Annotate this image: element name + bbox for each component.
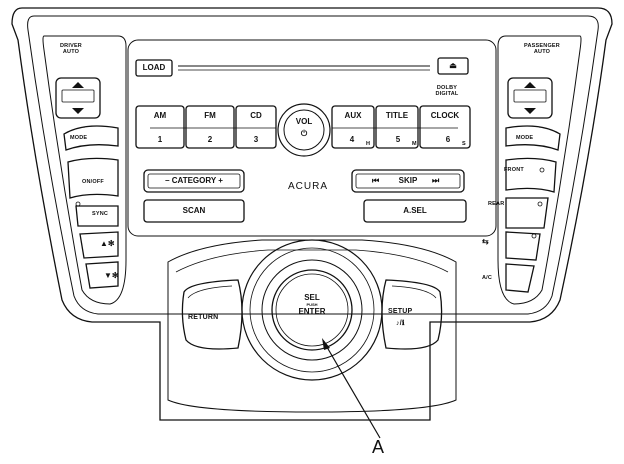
fan-onoff-button[interactable]: ON/OFF — [82, 179, 104, 185]
preset-6-button[interactable]: 6 — [445, 135, 451, 144]
scan-button[interactable]: SCAN — [182, 206, 206, 215]
callout-a: A — [372, 437, 385, 457]
return-button[interactable]: RETURN — [188, 314, 219, 321]
skip-back-icon[interactable]: ⏮ — [372, 176, 380, 185]
push-label: PUSH — [306, 302, 318, 307]
load-button-shape — [135, 59, 173, 77]
brand-logo: ACURA — [287, 181, 328, 192]
skip-button[interactable]: SKIP — [398, 176, 418, 185]
sel-label[interactable]: SEL — [304, 293, 320, 302]
setup-button-shape — [381, 279, 443, 350]
left-mode-button[interactable]: MODE — [70, 135, 88, 141]
fan-up-icon[interactable]: ▲✻ — [100, 239, 115, 248]
passenger-auto-label[interactable]: PASSENGER AUTO — [524, 43, 560, 55]
interface-dial-outer — [241, 239, 383, 381]
enter-knob — [271, 269, 353, 351]
fan-down-icon[interactable]: ▼✻ — [104, 271, 119, 280]
preset-3-button[interactable]: 3 — [253, 135, 259, 144]
lower-housing — [167, 239, 457, 413]
volume-knob-ring — [277, 103, 331, 157]
center-face — [127, 39, 497, 237]
preset-s-letter: S — [462, 141, 466, 147]
title-button[interactable]: TITLE — [385, 111, 409, 120]
clock-button[interactable]: CLOCK — [430, 111, 460, 120]
volume-knob[interactable]: VOL — [295, 117, 313, 126]
recirculation-icon[interactable]: ⇆ — [482, 237, 489, 246]
category-button[interactable]: – CATEGORY + — [165, 176, 223, 185]
eject-button-shape — [437, 57, 469, 75]
preset-5-button[interactable]: 5 — [395, 135, 401, 144]
ac-button[interactable]: A/C — [482, 275, 493, 281]
preset-4-button[interactable]: 4 — [349, 135, 355, 144]
front-defrost-button[interactable]: FRONT — [504, 167, 524, 173]
eject-button[interactable]: ⏏ — [449, 61, 457, 70]
load-button[interactable]: LOAD — [142, 63, 166, 72]
setup-sub-icon: ♪/ℹ — [396, 320, 405, 327]
preset-h-letter: H — [366, 141, 371, 147]
cd-button[interactable]: CD — [250, 111, 262, 120]
sync-button[interactable]: SYNC — [92, 211, 109, 217]
setup-button[interactable]: SETUP — [388, 308, 413, 315]
inner-bezel — [27, 15, 599, 315]
rear-defrost-button[interactable]: REAR — [488, 201, 505, 207]
outer-bezel — [11, 7, 613, 421]
preset-2-button[interactable]: 2 — [207, 135, 213, 144]
return-button-shape — [181, 279, 243, 350]
right-mode-button[interactable]: MODE — [516, 135, 534, 141]
driver-auto-label[interactable]: DRIVER AUTO — [60, 43, 82, 55]
fm-button[interactable]: FM — [204, 111, 216, 120]
right-pod — [497, 35, 582, 305]
aux-button[interactable]: AUX — [344, 111, 362, 120]
asel-button[interactable]: A.SEL — [403, 206, 427, 215]
left-pod — [42, 35, 127, 305]
preset-m-letter: M — [412, 141, 417, 147]
dolby-badge: DOLBY DIGITAL — [435, 85, 459, 97]
enter-button[interactable]: ENTER — [298, 307, 326, 316]
skip-forward-icon[interactable]: ⏭ — [432, 176, 440, 185]
preset-1-button[interactable]: 1 — [157, 135, 163, 144]
power-icon[interactable]: ⏻ — [300, 129, 308, 138]
am-button[interactable]: AM — [153, 111, 167, 120]
